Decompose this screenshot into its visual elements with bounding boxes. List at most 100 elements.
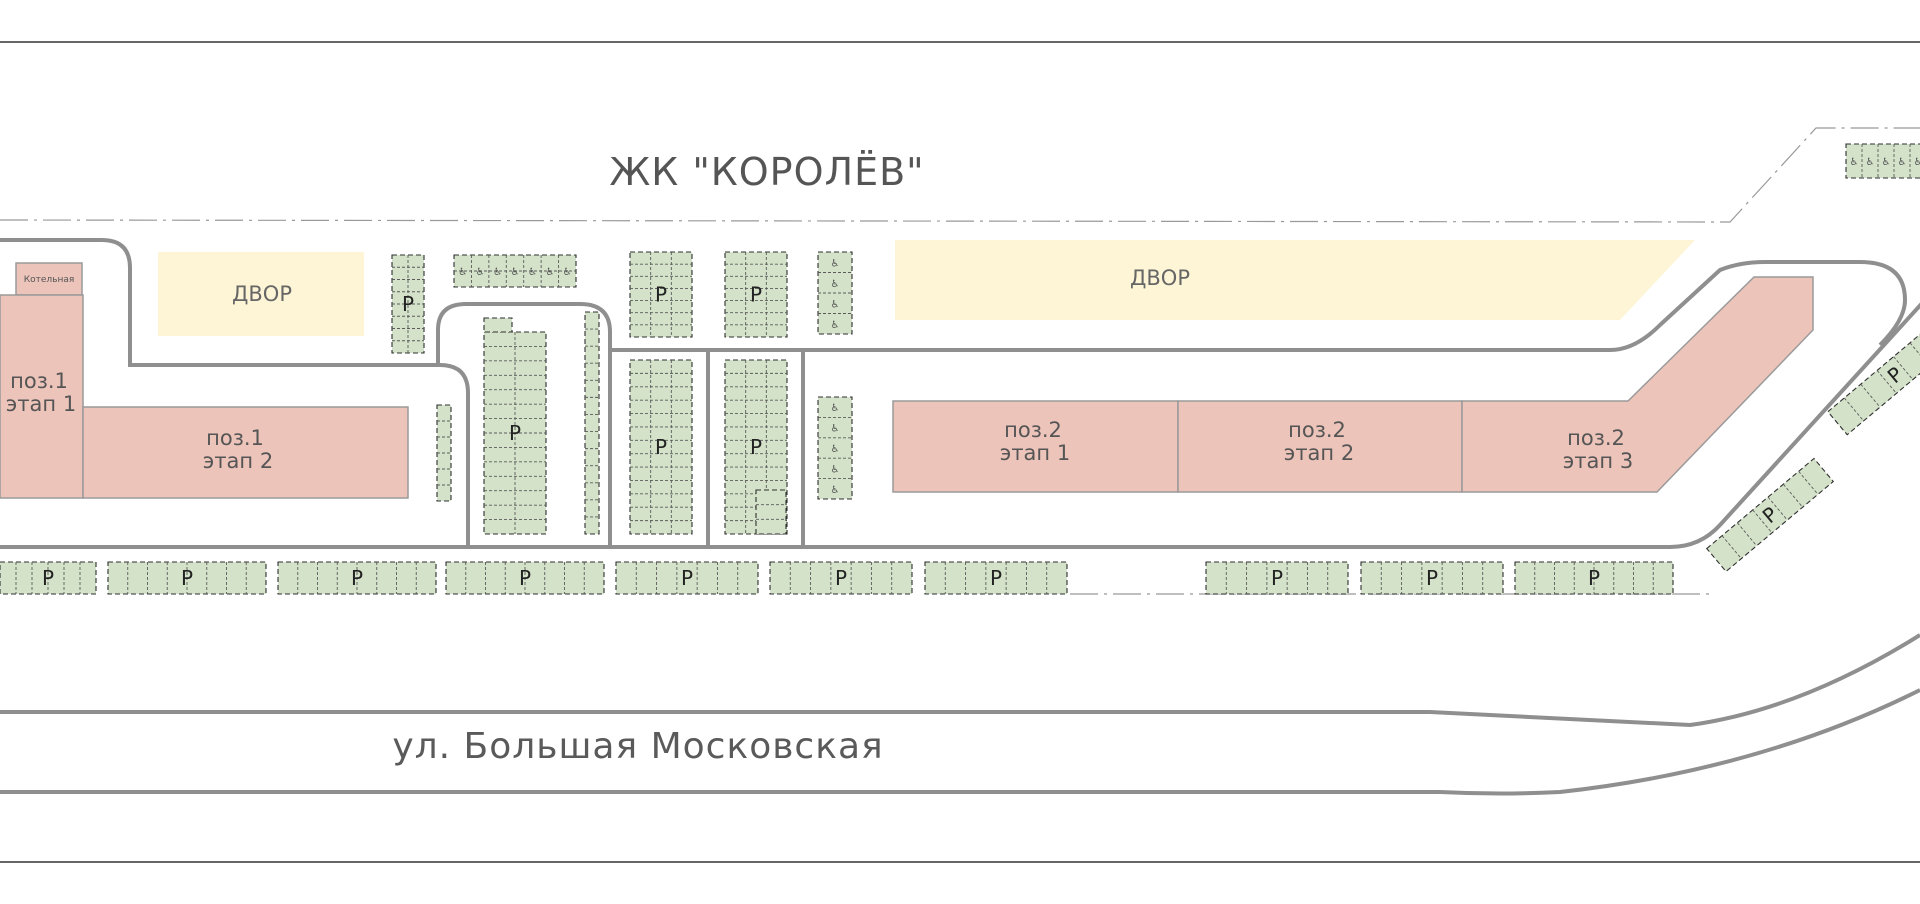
- accessible-parking-icon: ♿: [1850, 157, 1859, 168]
- parking-area: [615, 561, 759, 595]
- building-pos1-stage2: [82, 406, 409, 499]
- parking-lot-26: P: [1827, 314, 1920, 436]
- parking-symbol: P: [1426, 566, 1438, 590]
- pos2-stage3-line1: поз.2: [1567, 426, 1625, 450]
- parking-area: [1205, 561, 1349, 595]
- parking-lot-25: P: [1705, 457, 1835, 573]
- accessible-parking-icon: ♿: [458, 267, 467, 278]
- parking-area: [584, 311, 600, 535]
- parking-symbol: P: [681, 566, 693, 590]
- parking-stall-line: [1860, 383, 1881, 408]
- pos1-stage2-line2: этап 2: [203, 449, 273, 473]
- accessible-parking-icon: ♿: [493, 267, 502, 278]
- parking-area: [629, 359, 693, 535]
- accessible-parking-icon: ♿: [831, 258, 840, 269]
- parking-lot-20: P: [769, 561, 913, 595]
- road-north-west: [0, 238, 470, 545]
- parking-area: [629, 251, 693, 338]
- parking-symbol: P: [1588, 566, 1600, 590]
- road-central-east: [610, 260, 1908, 352]
- parking-lot-12: ♿ ♿ ♿ ♿: [817, 251, 853, 335]
- pos2-stage2-line2: этап 2: [1284, 441, 1354, 465]
- parking-lot-2: ♿ ♿ ♿ ♿ ♿ ♿ ♿: [453, 254, 577, 288]
- parking-lot-17: P: [277, 561, 437, 595]
- accessible-parking-icon: ♿: [831, 424, 840, 435]
- parking-stall-line: [1782, 483, 1803, 508]
- accessible-parking-icon: ♿: [1882, 157, 1891, 168]
- parking-area: [483, 317, 513, 333]
- pos2-stage3-line2: этап 3: [1563, 449, 1633, 473]
- pos2-stage1-line2: этап 1: [1000, 441, 1070, 465]
- building-pos1-stage1: [0, 294, 84, 499]
- parking-lot-5: [584, 311, 600, 535]
- parking-lot-15: P: [0, 561, 97, 595]
- parking-area: [817, 396, 853, 500]
- accessible-parking-icon: ♿: [831, 444, 840, 455]
- parking-lot-4: [483, 317, 513, 333]
- pos2-stage2-line1: поз.2: [1288, 418, 1346, 442]
- parking-symbol: P: [1271, 566, 1283, 590]
- parking-area: [1827, 314, 1920, 436]
- pos1-stage2-line1: поз.1: [206, 426, 264, 450]
- parking-lot-19: P: [615, 561, 759, 595]
- parking-area: [1360, 561, 1504, 595]
- accessible-parking-icon: ♿: [831, 320, 840, 331]
- parking-area: [769, 561, 913, 595]
- accessible-parking-icon: ♿: [831, 403, 840, 414]
- pos1-stage1-line2: этап 1: [6, 392, 76, 416]
- building-boiler: [15, 262, 83, 296]
- road-north-loop: [436, 302, 612, 545]
- parking-lot-22: P: [1205, 561, 1349, 595]
- parking-lot-16: P: [107, 561, 267, 595]
- accessible-parking-icon: ♿: [1866, 157, 1875, 168]
- parking-symbol: P: [655, 435, 667, 459]
- parking-symbol: P: [181, 566, 193, 590]
- accessible-parking-icon: ♿: [545, 267, 554, 278]
- parking-lot-9: P: [629, 359, 693, 535]
- parking-lot-18: P: [445, 561, 605, 595]
- yard-east: [895, 240, 1695, 320]
- parking-symbol: P: [519, 566, 531, 590]
- road-south-inner: [0, 302, 1920, 549]
- street-name: ул. Большая Московская: [392, 726, 883, 767]
- street-north-edge: [0, 633, 1920, 728]
- parking-area: [1845, 143, 1920, 179]
- accessible-parking-icon: ♿: [831, 485, 840, 496]
- parking-symbol: P: [402, 292, 414, 316]
- building-pos2-stage3: [1461, 276, 1814, 493]
- yard-west: [158, 252, 364, 336]
- parking-symbol: P: [990, 566, 1002, 590]
- accessible-parking-icon: ♿: [476, 267, 485, 278]
- parking-symbol: P: [750, 283, 762, 307]
- building-pos2-stage2: [1177, 400, 1463, 493]
- accessible-parking-icon: ♿: [831, 299, 840, 310]
- parking-symbol: P: [509, 421, 521, 445]
- building-pos2-stage1: [892, 400, 1179, 493]
- yard-west-label: ДВОР: [232, 282, 292, 306]
- pos2-stage1-line1: поз.2: [1004, 418, 1062, 442]
- parking-symbol: P: [750, 435, 762, 459]
- parking-stall-line: [1737, 522, 1758, 547]
- parking-area: [755, 489, 787, 535]
- parking-symbol: P: [42, 566, 54, 590]
- parking-lot-3: P: [483, 331, 547, 535]
- pos1-stage1-line1: поз.1: [10, 369, 68, 393]
- accessible-parking-icon: ♿: [511, 267, 520, 278]
- parking-stall-line: [1843, 397, 1864, 422]
- parking-lot-7: P: [629, 251, 693, 338]
- accessible-parking-icon: ♿: [563, 267, 572, 278]
- accessible-parking-icon: ♿: [831, 464, 840, 475]
- street-south-edge: [0, 688, 1920, 796]
- parking-stall-line: [1798, 471, 1819, 495]
- accessible-parking-icon: ♿: [528, 267, 537, 278]
- parking-lot-24: P: [1514, 561, 1674, 595]
- parking-lot-1: P: [391, 254, 425, 354]
- accessible-parking-icon: ♿: [1914, 157, 1920, 168]
- parking-symbol: P: [835, 566, 847, 590]
- parking-lot-11: [755, 489, 787, 535]
- parking-lot-13: ♿ ♿ ♿ ♿ ♿: [817, 396, 853, 500]
- site-boundary-north: [0, 127, 1920, 223]
- accessible-parking-icon: ♿: [831, 279, 840, 290]
